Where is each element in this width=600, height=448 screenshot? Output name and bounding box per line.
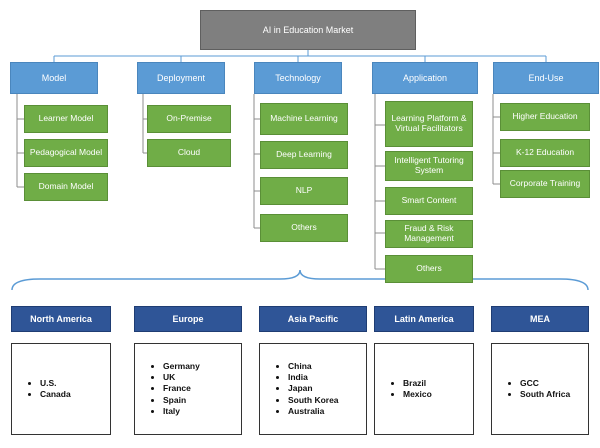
category-end-use: End-Use	[493, 62, 599, 94]
leaf-deep-learning: Deep Learning	[260, 141, 348, 169]
leaf-fraud-risk: Fraud & Risk Management	[385, 220, 473, 248]
category-technology: Technology	[254, 62, 342, 94]
region-mea-countries: GCC South Africa	[491, 343, 589, 435]
leaf-learning-platform: Learning Platform & Virtual Facilitators	[385, 101, 473, 147]
country-item: Mexico	[403, 389, 432, 400]
category-application: Application	[372, 62, 478, 94]
country-item: Japan	[288, 383, 339, 394]
leaf-smart-content: Smart Content	[385, 187, 473, 215]
leaf-learner-model: Learner Model	[24, 105, 108, 133]
leaf-technology-others: Others	[260, 214, 348, 242]
grouping-brace	[11, 269, 589, 291]
region-asia-pacific-countries: China India Japan South Korea Australia	[259, 343, 367, 435]
leaf-pedagogical-model: Pedagogical Model	[24, 139, 108, 167]
region-asia-pacific: Asia Pacific	[259, 306, 367, 332]
region-north-america-countries: U.S. Canada	[11, 343, 111, 435]
leaf-higher-education: Higher Education	[500, 103, 590, 131]
country-item: South Korea	[288, 395, 339, 406]
region-north-america: North America	[11, 306, 111, 332]
country-item: Germany	[163, 361, 200, 372]
leaf-application-others: Others	[385, 255, 473, 283]
category-model: Model	[10, 62, 98, 94]
leaf-on-premise: On-Premise	[147, 105, 231, 133]
country-item: GCC	[520, 378, 570, 389]
region-mea: MEA	[491, 306, 589, 332]
region-latin-america: Latin America	[374, 306, 474, 332]
country-item: Spain	[163, 395, 200, 406]
leaf-k12-education: K-12 Education	[500, 139, 590, 167]
country-item: China	[288, 361, 339, 372]
country-item: UK	[163, 372, 200, 383]
region-europe: Europe	[134, 306, 242, 332]
country-item: Canada	[40, 389, 71, 400]
country-item: South Africa	[520, 389, 570, 400]
country-item: Australia	[288, 406, 339, 417]
country-item: Italy	[163, 406, 200, 417]
leaf-domain-model: Domain Model	[24, 173, 108, 201]
country-item: France	[163, 383, 200, 394]
leaf-nlp: NLP	[260, 177, 348, 205]
leaf-cloud: Cloud	[147, 139, 231, 167]
country-item: Brazil	[403, 378, 432, 389]
category-deployment: Deployment	[137, 62, 225, 94]
leaf-intelligent-tutoring: Intelligent Tutoring System	[385, 151, 473, 181]
country-item: U.S.	[40, 378, 71, 389]
region-europe-countries: Germany UK France Spain Italy	[134, 343, 242, 435]
country-item: India	[288, 372, 339, 383]
leaf-corporate-training: Corporate Training	[500, 170, 590, 198]
region-latin-america-countries: Brazil Mexico	[374, 343, 474, 435]
root-node: AI in Education Market	[200, 10, 416, 50]
leaf-machine-learning: Machine Learning	[260, 103, 348, 135]
